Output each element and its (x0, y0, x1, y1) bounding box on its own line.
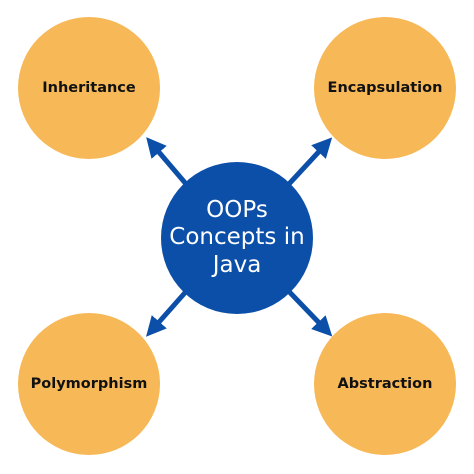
concept-inheritance: Inheritance (18, 17, 160, 159)
concept-abstraction: Abstraction (314, 313, 456, 455)
center-topic: OOPs Concepts in Java (161, 162, 313, 314)
concept-encapsulation: Encapsulation (314, 17, 456, 159)
concept-polymorphism: Polymorphism (18, 313, 160, 455)
